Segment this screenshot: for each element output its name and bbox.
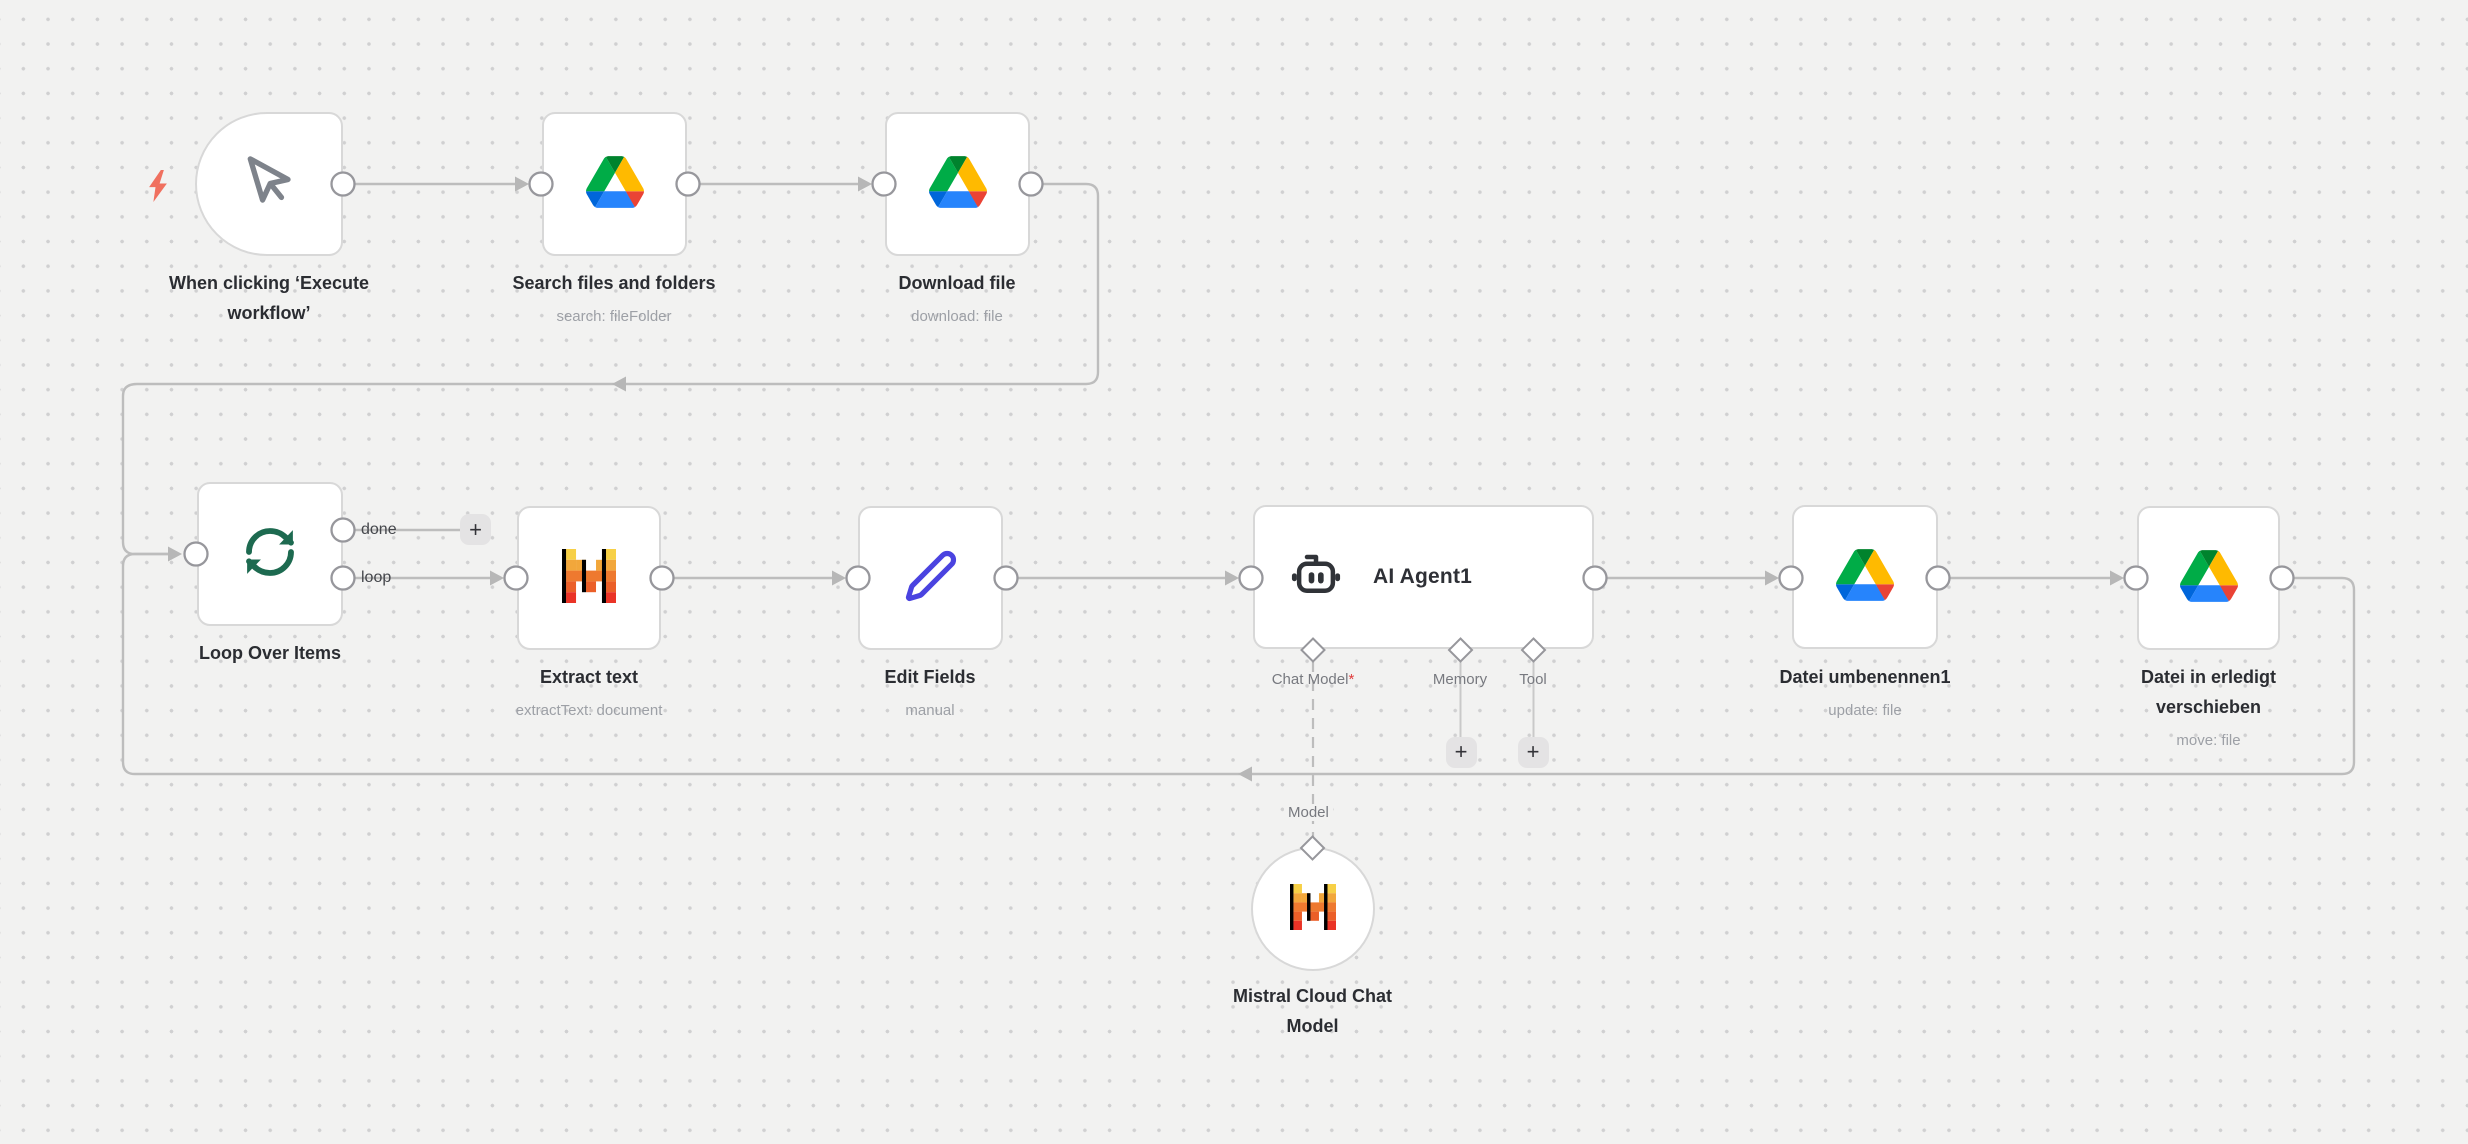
- move-title: Datei in erledigt verschieben: [2140, 667, 2277, 717]
- extract-subtitle: extractText: document: [515, 702, 663, 719]
- move-label: Datei in erledigt verschieben move: file: [2118, 662, 2299, 752]
- download-label: Download file download: file: [837, 268, 1077, 328]
- loop-refresh-icon: [242, 524, 298, 585]
- mistral-icon: [562, 548, 616, 608]
- mouse-pointer-icon: [241, 154, 297, 215]
- extract-label: Extract text extractText: document: [469, 662, 709, 722]
- download-title: Download file: [898, 273, 1016, 293]
- extract-title: Extract text: [539, 667, 639, 687]
- agent-chatmodel-port-label: Chat Model*: [1243, 671, 1383, 688]
- node-datei-umbenennen[interactable]: [1792, 505, 1938, 649]
- node-datei-verschieben[interactable]: [2137, 506, 2280, 650]
- google-drive-icon: [928, 155, 987, 213]
- model-port-label: Model: [1284, 804, 1333, 821]
- rename-subtitle: update: file: [1828, 702, 1902, 719]
- search-subtitle: search: fileFolder: [556, 308, 672, 325]
- loop-done-output-label: done: [361, 521, 397, 538]
- node-ai-agent[interactable]: AI Agent1: [1253, 505, 1594, 649]
- robot-icon: [1289, 550, 1343, 605]
- edit-subtitle: manual: [905, 702, 955, 719]
- google-drive-icon: [585, 155, 644, 213]
- loop-loop-output-label: loop: [361, 569, 392, 586]
- node-extract-text[interactable]: [517, 506, 661, 650]
- trigger-title: When clicking ‘Execute workflow’: [168, 273, 370, 323]
- edge-move-loopback[interactable]: [121, 552, 2356, 776]
- add-tool-button[interactable]: +: [1517, 736, 1549, 768]
- mistral-icon: [1289, 883, 1336, 935]
- add-node-done-button[interactable]: +: [460, 514, 491, 545]
- model-title: Mistral Cloud Chat Model: [1232, 986, 1392, 1036]
- download-subtitle: download: file: [911, 308, 1003, 325]
- agent-title: AI Agent1: [1373, 565, 1473, 588]
- loop-title: Loop Over Items: [198, 643, 342, 663]
- google-drive-icon: [1836, 548, 1894, 606]
- trigger-bolt-icon: [147, 170, 169, 207]
- trigger-label: When clicking ‘Execute workflow’: [159, 268, 379, 328]
- node-search-files[interactable]: [542, 112, 687, 256]
- pencil-icon: [904, 549, 958, 608]
- node-edit-fields[interactable]: [858, 506, 1003, 650]
- loop-label: Loop Over Items: [150, 638, 390, 668]
- agent-tool-port-label: Tool: [1519, 671, 1547, 688]
- node-mistral-chat-model[interactable]: [1250, 847, 1375, 971]
- model-label: Mistral Cloud Chat Model: [1218, 981, 1408, 1041]
- node-download-file[interactable]: [885, 112, 1030, 256]
- google-drive-icon: [2179, 549, 2238, 607]
- search-label: Search files and folders search: fileFol…: [494, 268, 734, 328]
- node-trigger[interactable]: [195, 112, 343, 256]
- rename-label: Datei umbenennen1 update: file: [1745, 662, 1985, 722]
- edit-title: Edit Fields: [884, 667, 976, 687]
- chatmodel-label-text: Chat Model: [1271, 671, 1349, 688]
- search-title: Search files and folders: [512, 273, 716, 293]
- move-subtitle: move: file: [2176, 732, 2241, 749]
- edit-label: Edit Fields manual: [810, 662, 1050, 722]
- add-memory-button[interactable]: +: [1445, 736, 1477, 768]
- rename-title: Datei umbenennen1: [1779, 667, 1951, 687]
- required-asterisk: *: [1348, 671, 1355, 688]
- node-loop-over-items[interactable]: [197, 482, 343, 626]
